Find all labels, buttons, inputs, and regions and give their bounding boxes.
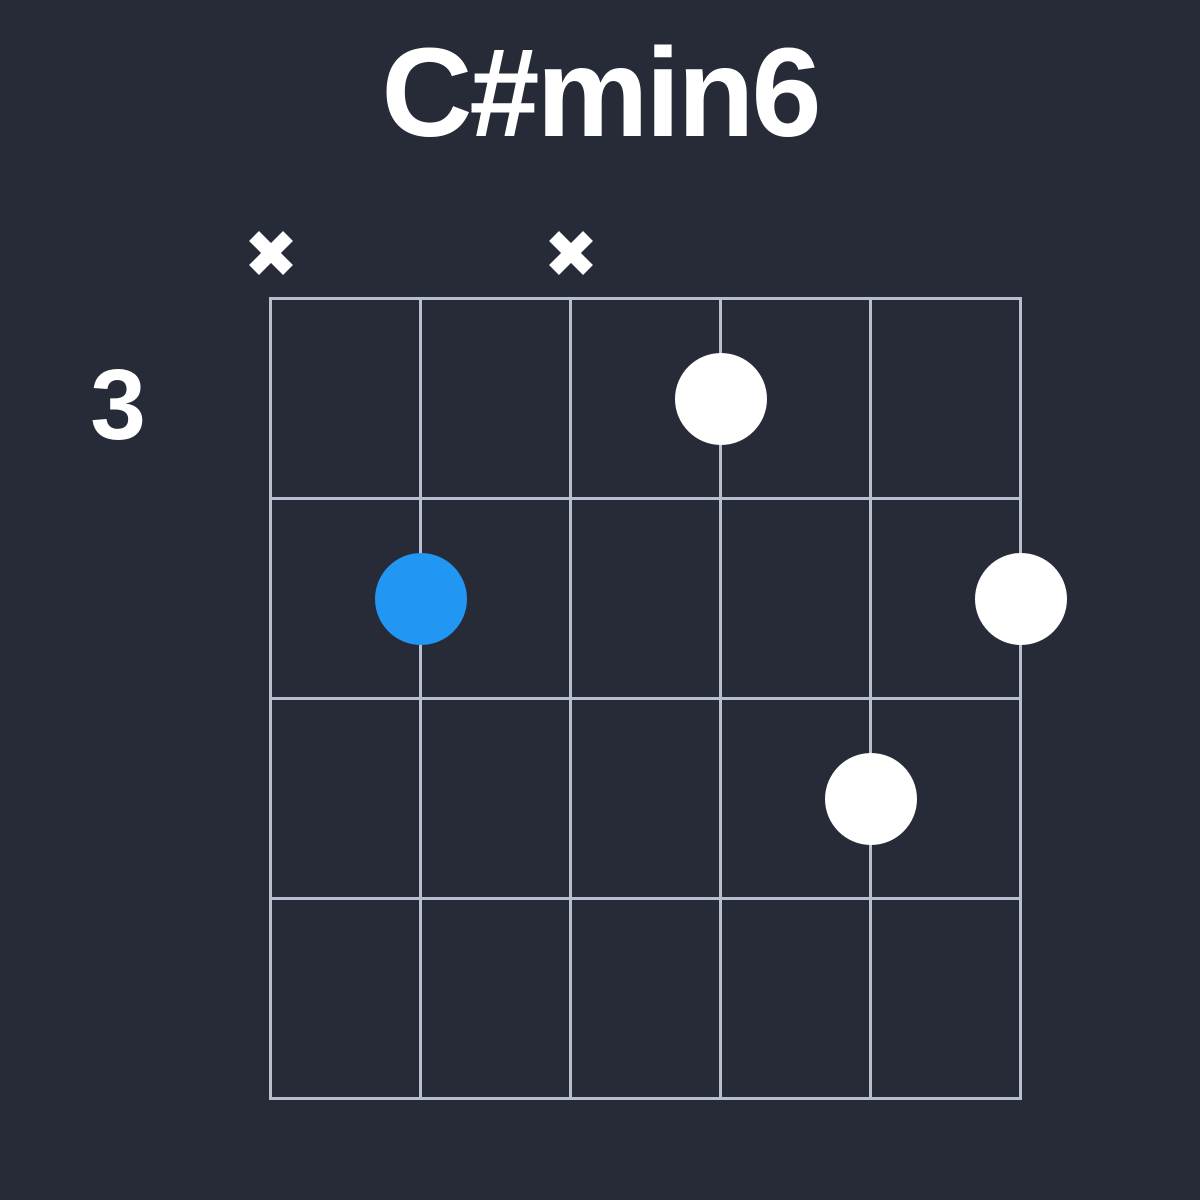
fretboard-grid: [248, 231, 1067, 1100]
chord-title: C#min6: [381, 22, 821, 163]
muted-string-x-icon: [548, 231, 593, 275]
fret-line: [269, 697, 1022, 700]
finger-dot: [974, 552, 1067, 645]
muted-string-x-icon: [248, 231, 293, 275]
fret-line: [269, 297, 1022, 300]
fret-line: [269, 897, 1022, 900]
finger-dot: [374, 552, 467, 645]
finger-dot: [824, 752, 917, 845]
fret-number-label: 3: [90, 349, 146, 461]
fret-line: [269, 1097, 1022, 1100]
fret-line: [269, 497, 1022, 500]
finger-dot: [674, 352, 767, 445]
